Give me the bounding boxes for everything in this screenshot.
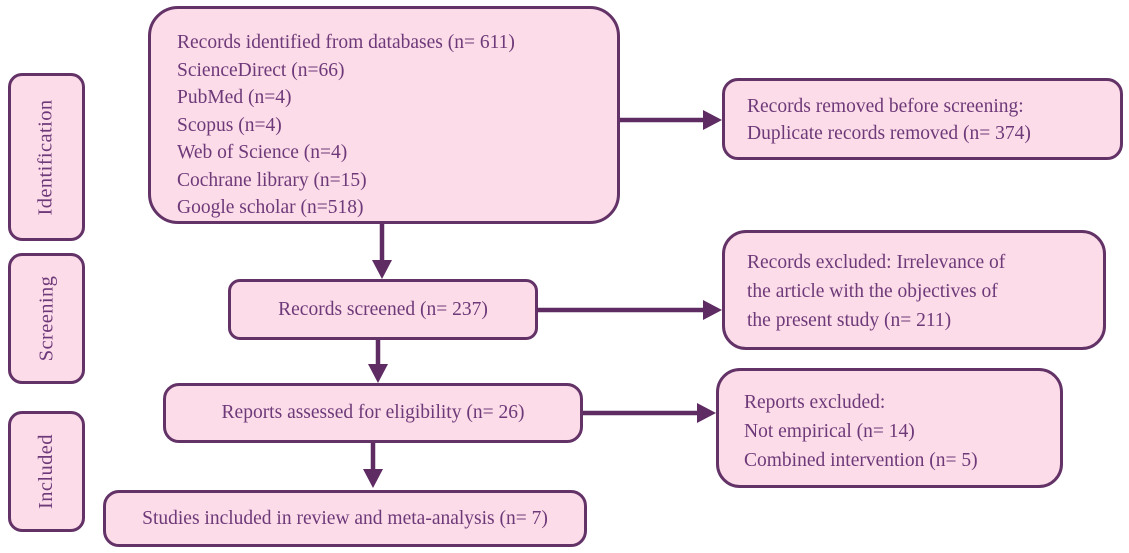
stage-box-identification: Identification: [8, 73, 85, 241]
arrow-identified-to-removed: [620, 110, 722, 130]
stage-box-included: Included: [8, 411, 85, 532]
box-records-screened: Records screened (n= 237): [228, 279, 538, 340]
stage-label-included: Included: [35, 434, 58, 509]
stage-label-identification: Identification: [35, 98, 57, 216]
arrow-screened-to-assessed: [368, 340, 388, 383]
box-reports-assessed: Reports assessed for eligibility (n= 26): [163, 383, 583, 443]
box-records-removed-before-screening: Records removed before screening: Duplic…: [722, 78, 1123, 160]
arrow-assessed-to-included-studies: [363, 443, 383, 488]
box-studies-included: Studies included in review and meta-anal…: [103, 490, 587, 547]
box-records-excluded: Records excluded: Irrelevance of the art…: [722, 230, 1106, 350]
arrow-screened-to-records-excluded: [537, 300, 722, 320]
stage-label-screening: Screening: [35, 275, 58, 362]
box-reports-excluded: Reports excluded: Not empirical (n= 14) …: [716, 368, 1063, 488]
box-records-identified: Records identified from databases (n= 61…: [148, 6, 620, 224]
stage-box-screening: Screening: [8, 253, 85, 384]
arrow-identified-to-screened: [372, 224, 392, 279]
arrow-assessed-to-reports-excluded: [583, 403, 716, 423]
